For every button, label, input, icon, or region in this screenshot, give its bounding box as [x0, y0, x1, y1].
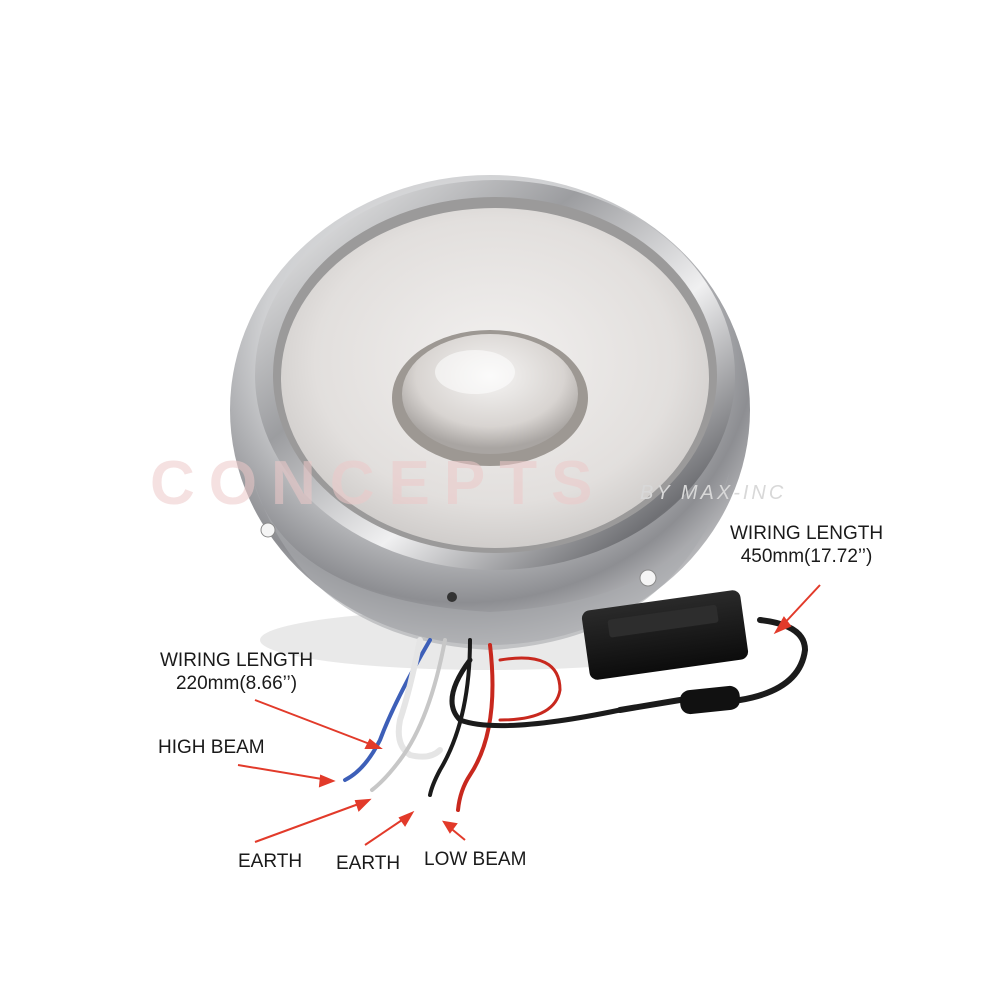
screw [447, 592, 457, 602]
low-beam-label: LOW BEAM [424, 849, 527, 870]
connector [679, 685, 741, 715]
high-beam-label: HIGH BEAM [158, 737, 265, 758]
watermark-sub: BY MAX-INC [640, 482, 787, 504]
wiring-length-left-title: WIRING LENGTH [160, 650, 314, 671]
earth-label-2: EARTH [336, 853, 401, 874]
wiring-length-right-value: 450mm(17.72’’) [740, 545, 873, 567]
wiring-length-right: WIRING LENGTH 450mm(17.72’’) [730, 523, 883, 569]
watermark-brand: CONCEPTS [150, 449, 607, 518]
ballast-ridges [607, 604, 719, 638]
shell-lower [250, 470, 730, 650]
wiring-length-left: WIRING LENGTH 220mm(8.66’’) [160, 650, 313, 696]
wiring-length-left-value: 220mm(8.66’’) [175, 672, 298, 694]
projector-highlight [435, 350, 515, 394]
callout-arrows [237, 584, 821, 846]
screw [260, 522, 276, 538]
wiring-length-right-title: WIRING LENGTH [730, 523, 884, 544]
earth-label-1: EARTH [238, 851, 303, 872]
screw [639, 569, 657, 587]
